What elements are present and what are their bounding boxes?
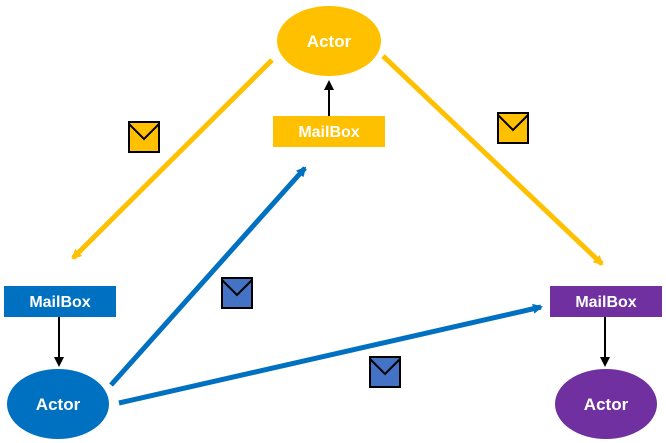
left-actor-label: Actor	[36, 395, 81, 414]
top-mailbox-label: MailBox	[298, 124, 359, 141]
envelope-icon	[128, 121, 160, 153]
envelope-icon	[369, 356, 401, 388]
arrow-top-to-right-mailbox	[381, 54, 604, 266]
top-actor-label: Actor	[307, 32, 352, 51]
arrow-top-to-left-mailbox	[71, 58, 274, 260]
right-mailbox-label: MailBox	[575, 294, 636, 311]
top-actor: Actor	[277, 6, 381, 76]
right-mailbox: MailBox	[550, 286, 662, 317]
top-mailbox: MailBox	[273, 116, 385, 147]
arrow-left-to-top-mailbox	[109, 166, 307, 387]
left-mailbox: MailBox	[4, 286, 116, 317]
arrow-left-to-right-mailbox	[118, 303, 543, 406]
left-actor: Actor	[7, 369, 109, 439]
envelope-icon	[497, 112, 529, 144]
left-mailbox-label: MailBox	[29, 294, 90, 311]
envelope-icon	[221, 277, 253, 309]
right-actor: Actor	[555, 369, 657, 439]
right-actor-label: Actor	[584, 395, 629, 414]
